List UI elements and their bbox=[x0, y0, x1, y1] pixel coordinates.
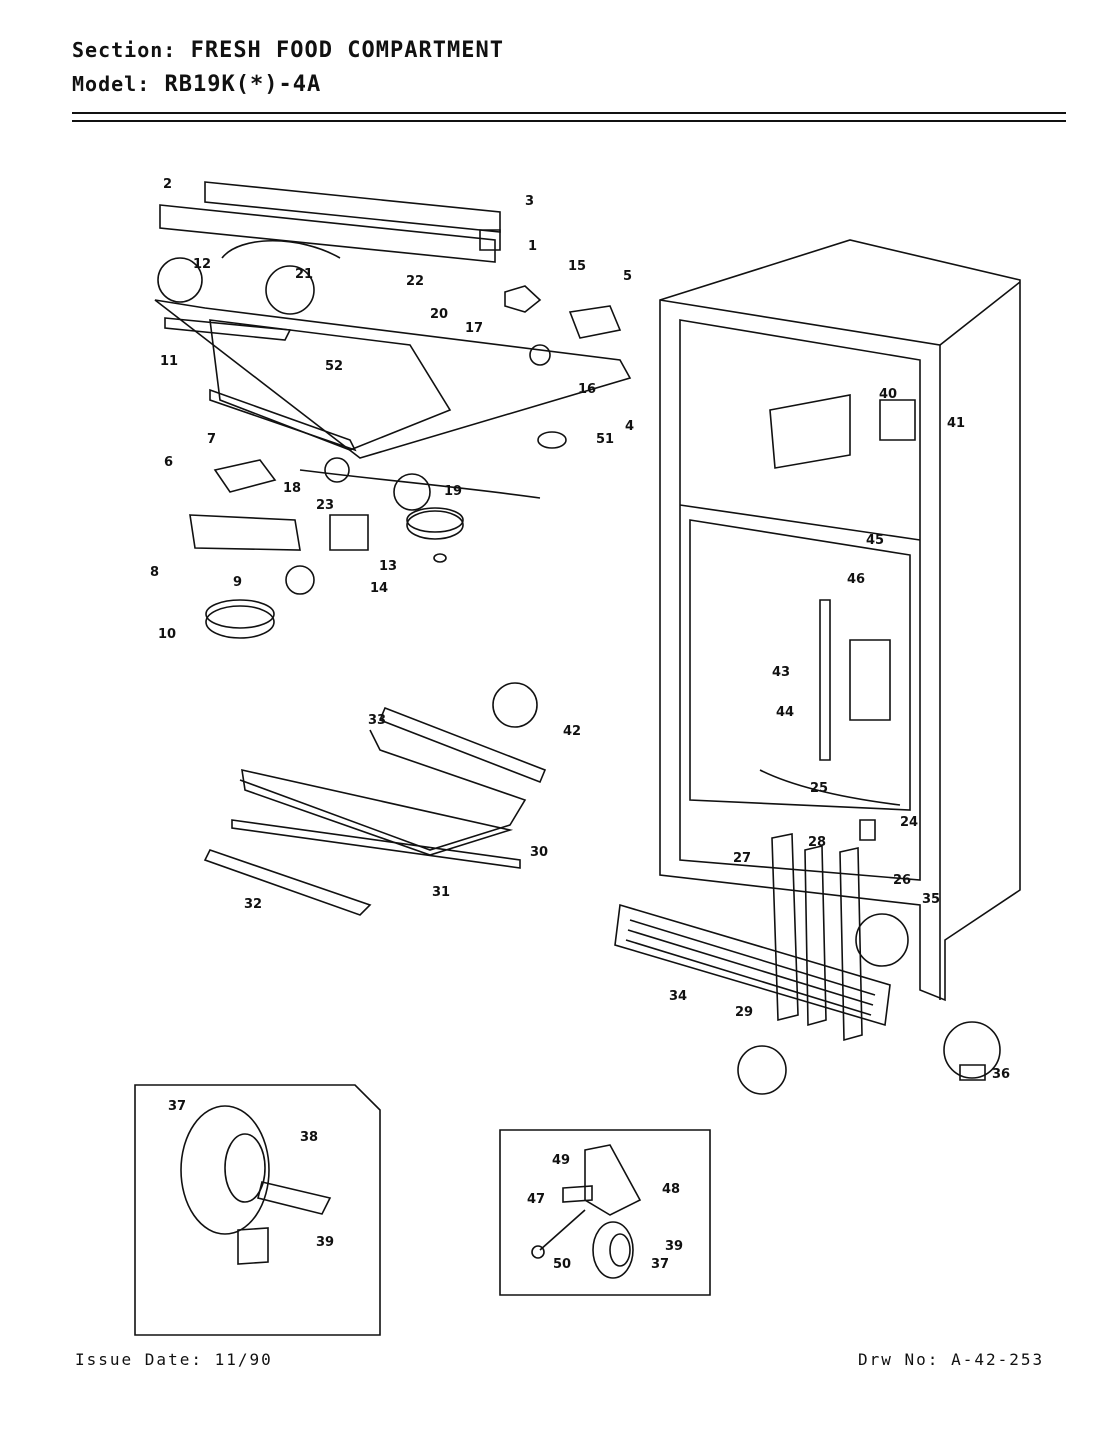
callout-label: 37 bbox=[651, 1257, 669, 1272]
callout-label: 5 bbox=[623, 269, 632, 284]
callout-label: 48 bbox=[662, 1182, 680, 1197]
callout-label: 50 bbox=[553, 1257, 571, 1272]
callout-label: 24 bbox=[900, 815, 918, 830]
callout-label: 20 bbox=[430, 307, 448, 322]
callout-label: 37 bbox=[168, 1099, 186, 1114]
issue-date: Issue Date: 11/90 bbox=[75, 1350, 273, 1369]
callout-label: 39 bbox=[665, 1239, 683, 1254]
callout-label: 7 bbox=[207, 432, 216, 447]
diagram-drawing bbox=[134, 181, 1021, 1336]
callout-label: 21 bbox=[295, 267, 313, 282]
callout-label: 47 bbox=[527, 1192, 545, 1207]
header-rule-bottom bbox=[72, 120, 1066, 122]
drawing-number: Drw No: A-42-253 bbox=[858, 1350, 1045, 1369]
callout-label: 15 bbox=[568, 259, 586, 274]
callout-label: 28 bbox=[808, 835, 826, 850]
callout-label: 2 bbox=[163, 177, 172, 192]
callout-label: 43 bbox=[772, 665, 790, 680]
callout-label: 12 bbox=[193, 257, 211, 272]
callout-label: 44 bbox=[776, 705, 794, 720]
callout-label: 39 bbox=[316, 1235, 334, 1250]
callout-label: 30 bbox=[530, 845, 548, 860]
callout-label: 31 bbox=[432, 885, 450, 900]
section-key: Section: bbox=[72, 38, 177, 62]
callout-label: 38 bbox=[300, 1130, 318, 1145]
model-line: Model: RB19K(*)-4A bbox=[72, 72, 321, 97]
callout-label: 40 bbox=[879, 387, 897, 402]
callout-label: 41 bbox=[947, 416, 965, 431]
callout-label: 11 bbox=[160, 354, 178, 369]
callout-label: 32 bbox=[244, 897, 262, 912]
callout-label: 17 bbox=[465, 321, 483, 336]
callout-label: 16 bbox=[578, 382, 596, 397]
callout-label: 46 bbox=[847, 572, 865, 587]
callout-label: 25 bbox=[810, 781, 828, 796]
callout-label: 23 bbox=[316, 498, 334, 513]
callout-label: 27 bbox=[733, 851, 751, 866]
callout-label: 33 bbox=[368, 713, 386, 728]
callout-label: 4 bbox=[625, 419, 634, 434]
callout-label: 19 bbox=[444, 484, 462, 499]
callout-label: 35 bbox=[922, 892, 940, 907]
callout-label: 1 bbox=[528, 239, 537, 254]
callout-label: 29 bbox=[735, 1005, 753, 1020]
callout-label: 18 bbox=[283, 481, 301, 496]
model-key: Model: bbox=[72, 72, 151, 96]
callout-label: 49 bbox=[552, 1153, 570, 1168]
callout-label: 10 bbox=[158, 627, 176, 642]
callout-label: 6 bbox=[164, 455, 173, 470]
callout-label: 26 bbox=[893, 873, 911, 888]
header-rule-top bbox=[72, 112, 1066, 114]
callout-label: 45 bbox=[866, 533, 884, 548]
model-value: RB19K(*)-4A bbox=[164, 72, 322, 97]
callout-label: 34 bbox=[669, 989, 687, 1004]
callout-label: 3 bbox=[525, 194, 534, 209]
callout-label: 9 bbox=[233, 575, 242, 590]
callout-label: 36 bbox=[992, 1067, 1010, 1082]
callout-label: 14 bbox=[370, 581, 388, 596]
callout-label: 52 bbox=[325, 359, 343, 374]
callout-label: 8 bbox=[150, 565, 159, 580]
section-line: Section: FRESH FOOD COMPARTMENT bbox=[72, 38, 504, 63]
callout-label: 13 bbox=[379, 559, 397, 574]
callout-label: 42 bbox=[563, 724, 581, 739]
section-value: FRESH FOOD COMPARTMENT bbox=[190, 38, 504, 63]
callout-label: 22 bbox=[406, 274, 424, 289]
callout-label: 51 bbox=[596, 432, 614, 447]
